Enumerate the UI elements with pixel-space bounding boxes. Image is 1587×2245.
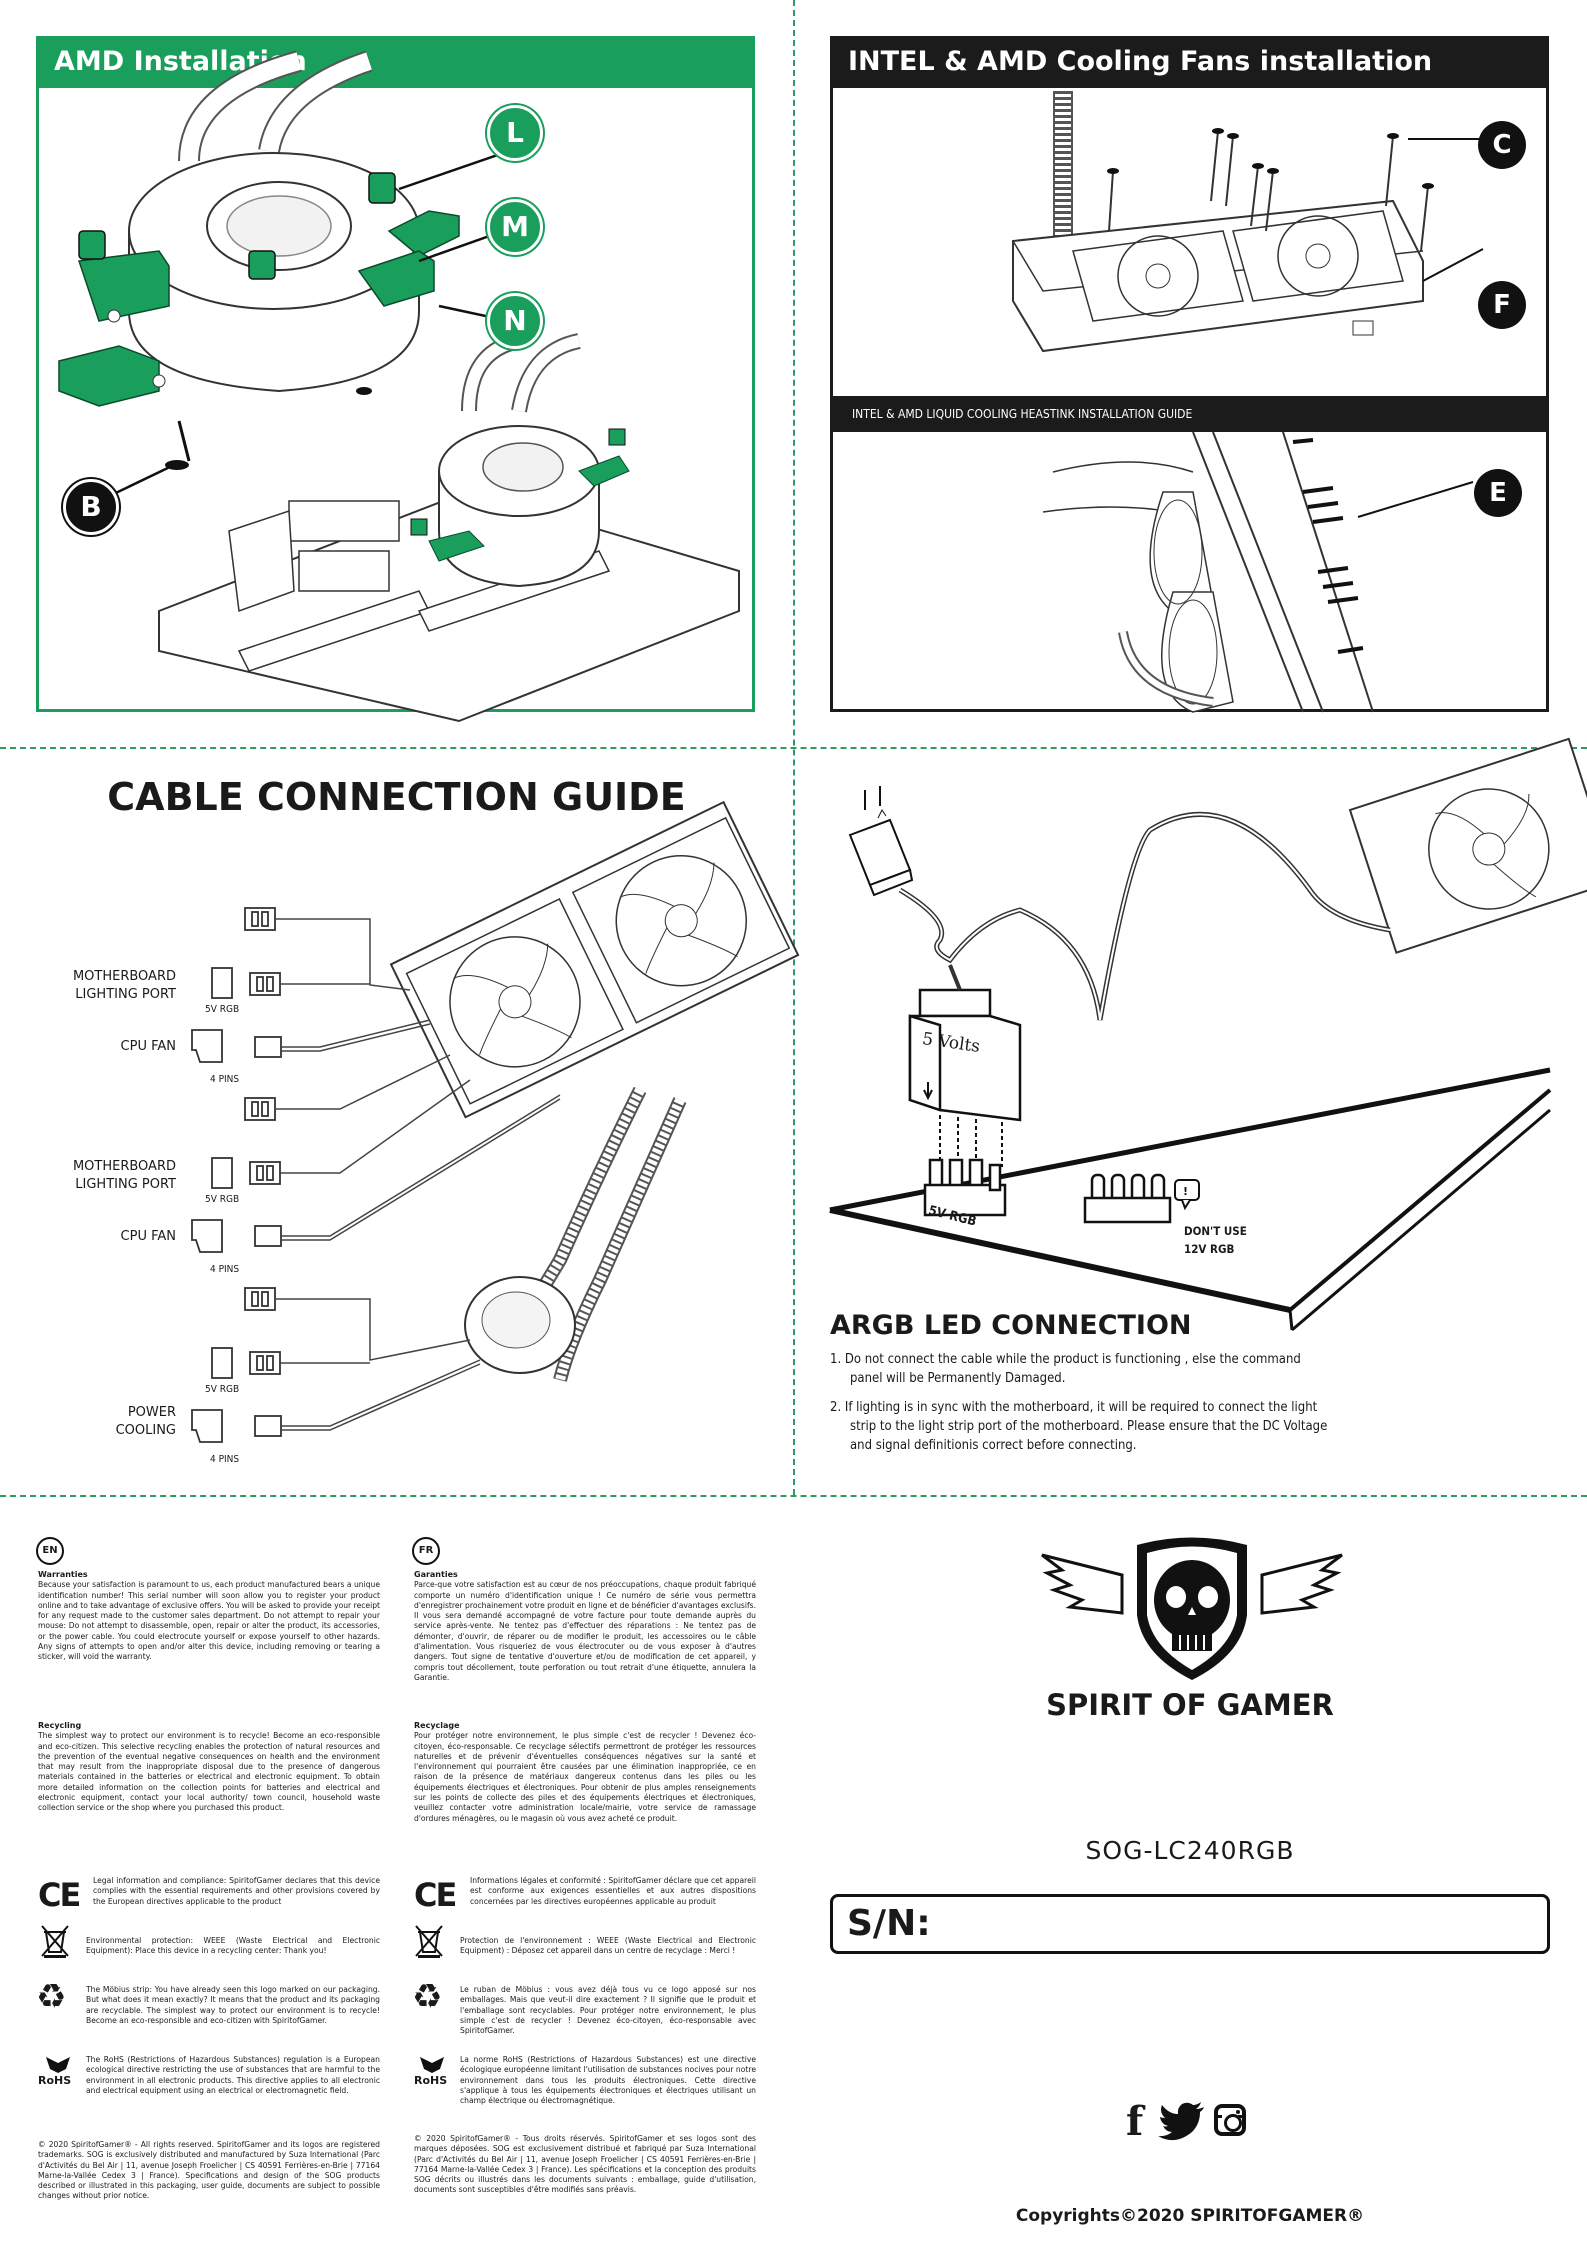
en-ce-text: Legal information and compliance: Spirit…	[93, 1876, 380, 1906]
en-ce-icon: CE	[38, 1876, 81, 1914]
fr-rohs-text: La norme RoHS (Restrictions of Hazardous…	[460, 2055, 756, 2106]
fr-ce-text: Informations légales et conformité : Spi…	[470, 1876, 756, 1906]
group3-fan-line1: POWER	[127, 1405, 176, 1420]
fr-ce-icon: CE	[414, 1876, 457, 1914]
group1-rgb-label: 5V RGB	[205, 1004, 240, 1015]
amd-installation-illustration	[58, 50, 740, 723]
callout-B: B	[63, 479, 119, 535]
brand-copyright: Copyrights©2020 SPIRITOFGAMER®	[1015, 2206, 1365, 2226]
callout-C: C	[1478, 121, 1526, 169]
argb-connection-illustration: !	[829, 737, 1587, 1332]
group1-fan-label: CPU FAN	[120, 1039, 176, 1054]
horizontal-fold-line-2	[0, 1495, 1587, 1497]
fr-recycling-text: Pour protéger notre environnement, le pl…	[414, 1731, 756, 1823]
argb-note-1: 1. Do not connect the cable while the pr…	[830, 1350, 1530, 1388]
en-rohs-label: RoHS	[38, 2074, 72, 2087]
en-weee-icon	[41, 1925, 69, 1958]
argb-dont-use-line1: DON'T USE	[1184, 1224, 1247, 1238]
argb-note-1-line2: panel will be Permanently Damaged.	[850, 1371, 1066, 1386]
instagram-icon[interactable]	[1214, 2104, 1246, 2136]
en-recycling-title: Recycling	[38, 1721, 82, 1730]
cable-connection-illustration	[191, 800, 800, 1443]
fr-warranty-title: Garanties	[414, 1570, 458, 1579]
en-rohs-text: The RoHS (Restrictions of Hazardous Subs…	[86, 2055, 380, 2095]
model-number: SOG-LC240RGB	[1085, 1836, 1295, 1865]
fr-rohs-icon	[420, 2057, 444, 2073]
group2-rgb-label: 5V RGB	[205, 1194, 240, 1205]
social-icons: f	[1120, 2100, 1260, 2144]
group2-port-line2: LIGHTING PORT	[75, 1177, 176, 1192]
argb-note-2-line1: 2. If lighting is in sync with the mothe…	[830, 1400, 1318, 1415]
en-recycling-text: The simplest way to protect our environm…	[38, 1731, 380, 1813]
fr-warranty-text: Parce-que votre satisfaction est au cœur…	[414, 1580, 756, 1682]
group3-pins-label: 4 PINS	[210, 1454, 240, 1465]
fr-recycling-title: Recyclage	[414, 1721, 460, 1730]
twitter-icon[interactable]	[1158, 2102, 1206, 2141]
argb-notes: 1. Do not connect the cable while the pr…	[830, 1350, 1530, 1455]
amd-installation-panel: AMD Installation	[36, 36, 755, 723]
fans-radiator-illustration	[1012, 91, 1484, 353]
en-warranty-title: Warranties	[38, 1570, 88, 1579]
fr-rohs-label: RoHS	[414, 2074, 448, 2087]
group1-port-line2: LIGHTING PORT	[75, 987, 176, 1002]
en-weee-text: Environmental protection: WEEE (Waste El…	[86, 1936, 380, 1956]
argb-note-2-line3: and signal definitionis correct before c…	[850, 1438, 1137, 1453]
group1-port-line1: MOTHERBOARD	[72, 969, 176, 984]
fr-mobius-text: Le ruban de Möbius : vous avez déjà tous…	[460, 1985, 756, 2036]
callout-E: E	[1474, 469, 1522, 517]
horizontal-fold-line-1	[0, 747, 1587, 749]
fr-badge: FR	[412, 1537, 440, 1565]
argb-dont-use-label: DON'T USE 12V RGB	[1184, 1222, 1247, 1258]
callout-F: F	[1478, 281, 1526, 329]
group3-rgb-label: 5V RGB	[205, 1384, 240, 1395]
fr-copyright-text: © 2020 SpiritofGamer® - Tous droits rése…	[414, 2134, 756, 2195]
cable-guide-title: CABLE CONNECTION GUIDE	[107, 775, 686, 819]
argb-note-2-line2: strip to the light strip port of the mot…	[850, 1419, 1328, 1434]
en-recycle-icon: ♻	[36, 1977, 67, 2017]
argb-title: ARGB LED CONNECTION	[830, 1310, 1192, 1341]
spirit-of-gamer-logo-icon	[1041, 1537, 1343, 1680]
en-copyright-text: © 2020 SpiritofGamer® - All rights reser…	[38, 2140, 380, 2201]
fr-weee-text: Protection de l'environnement : WEEE (Wa…	[460, 1936, 756, 1956]
argb-note-1-line1: 1. Do not connect the cable while the pr…	[830, 1352, 1301, 1367]
en-badge: EN	[36, 1537, 64, 1565]
fans-installation-title: INTEL & AMD Cooling Fans installation	[830, 36, 1549, 88]
fr-recycle-icon: ♻	[412, 1977, 443, 2017]
callout-M: M	[487, 199, 543, 255]
group3-fan-line2: COOLING	[115, 1423, 176, 1438]
argb-note-2: 2. If lighting is in sync with the mothe…	[830, 1398, 1530, 1455]
group1-pins-label: 4 PINS	[210, 1074, 240, 1085]
group2-port-line1: MOTHERBOARD	[72, 1159, 176, 1174]
serial-number-box: S/N:	[830, 1894, 1550, 1954]
en-rohs-icon	[46, 2057, 70, 2073]
serial-number-label: S/N:	[847, 1903, 931, 1944]
brand-name: SPIRIT OF GAMER	[1046, 1688, 1334, 1722]
group3-fan-label: POWER COOLING	[90, 1404, 176, 1440]
fr-weee-icon	[415, 1925, 443, 1958]
en-warranty: Warranties Because your satisfaction is …	[38, 1570, 380, 1663]
group2-pins-label: 4 PINS	[210, 1264, 240, 1275]
svg-text:!: !	[1183, 1185, 1188, 1198]
en-recycling: Recycling The simplest way to protect ou…	[38, 1721, 380, 1814]
fans-subtitle-bar: INTEL & AMD LIQUID COOLING HEASTINK INST…	[830, 396, 1549, 432]
en-warranty-text: Because your satisfaction is paramount t…	[38, 1580, 380, 1662]
callout-L: L	[487, 105, 543, 161]
group1-port-label: MOTHERBOARD LIGHTING PORT	[60, 968, 176, 1004]
group2-fan-label: CPU FAN	[120, 1229, 176, 1244]
argb-dont-use-line2: 12V RGB	[1184, 1242, 1235, 1256]
fr-warranty: Garanties Parce-que votre satisfaction e…	[414, 1570, 756, 1683]
fr-recycling: Recyclage Pour protéger notre environnem…	[414, 1721, 756, 1824]
fans-installation-panel: INTEL & AMD Cooling Fans installation	[830, 36, 1549, 713]
en-mobius-text: The Möbius strip: You have already seen …	[86, 1985, 380, 2025]
facebook-icon[interactable]: f	[1126, 2098, 1144, 2145]
case-mount-illustration	[1042, 431, 1474, 713]
callout-N: N	[487, 293, 543, 349]
amd-installation-title: AMD Installation	[36, 36, 755, 88]
group2-port-label: MOTHERBOARD LIGHTING PORT	[60, 1158, 176, 1194]
